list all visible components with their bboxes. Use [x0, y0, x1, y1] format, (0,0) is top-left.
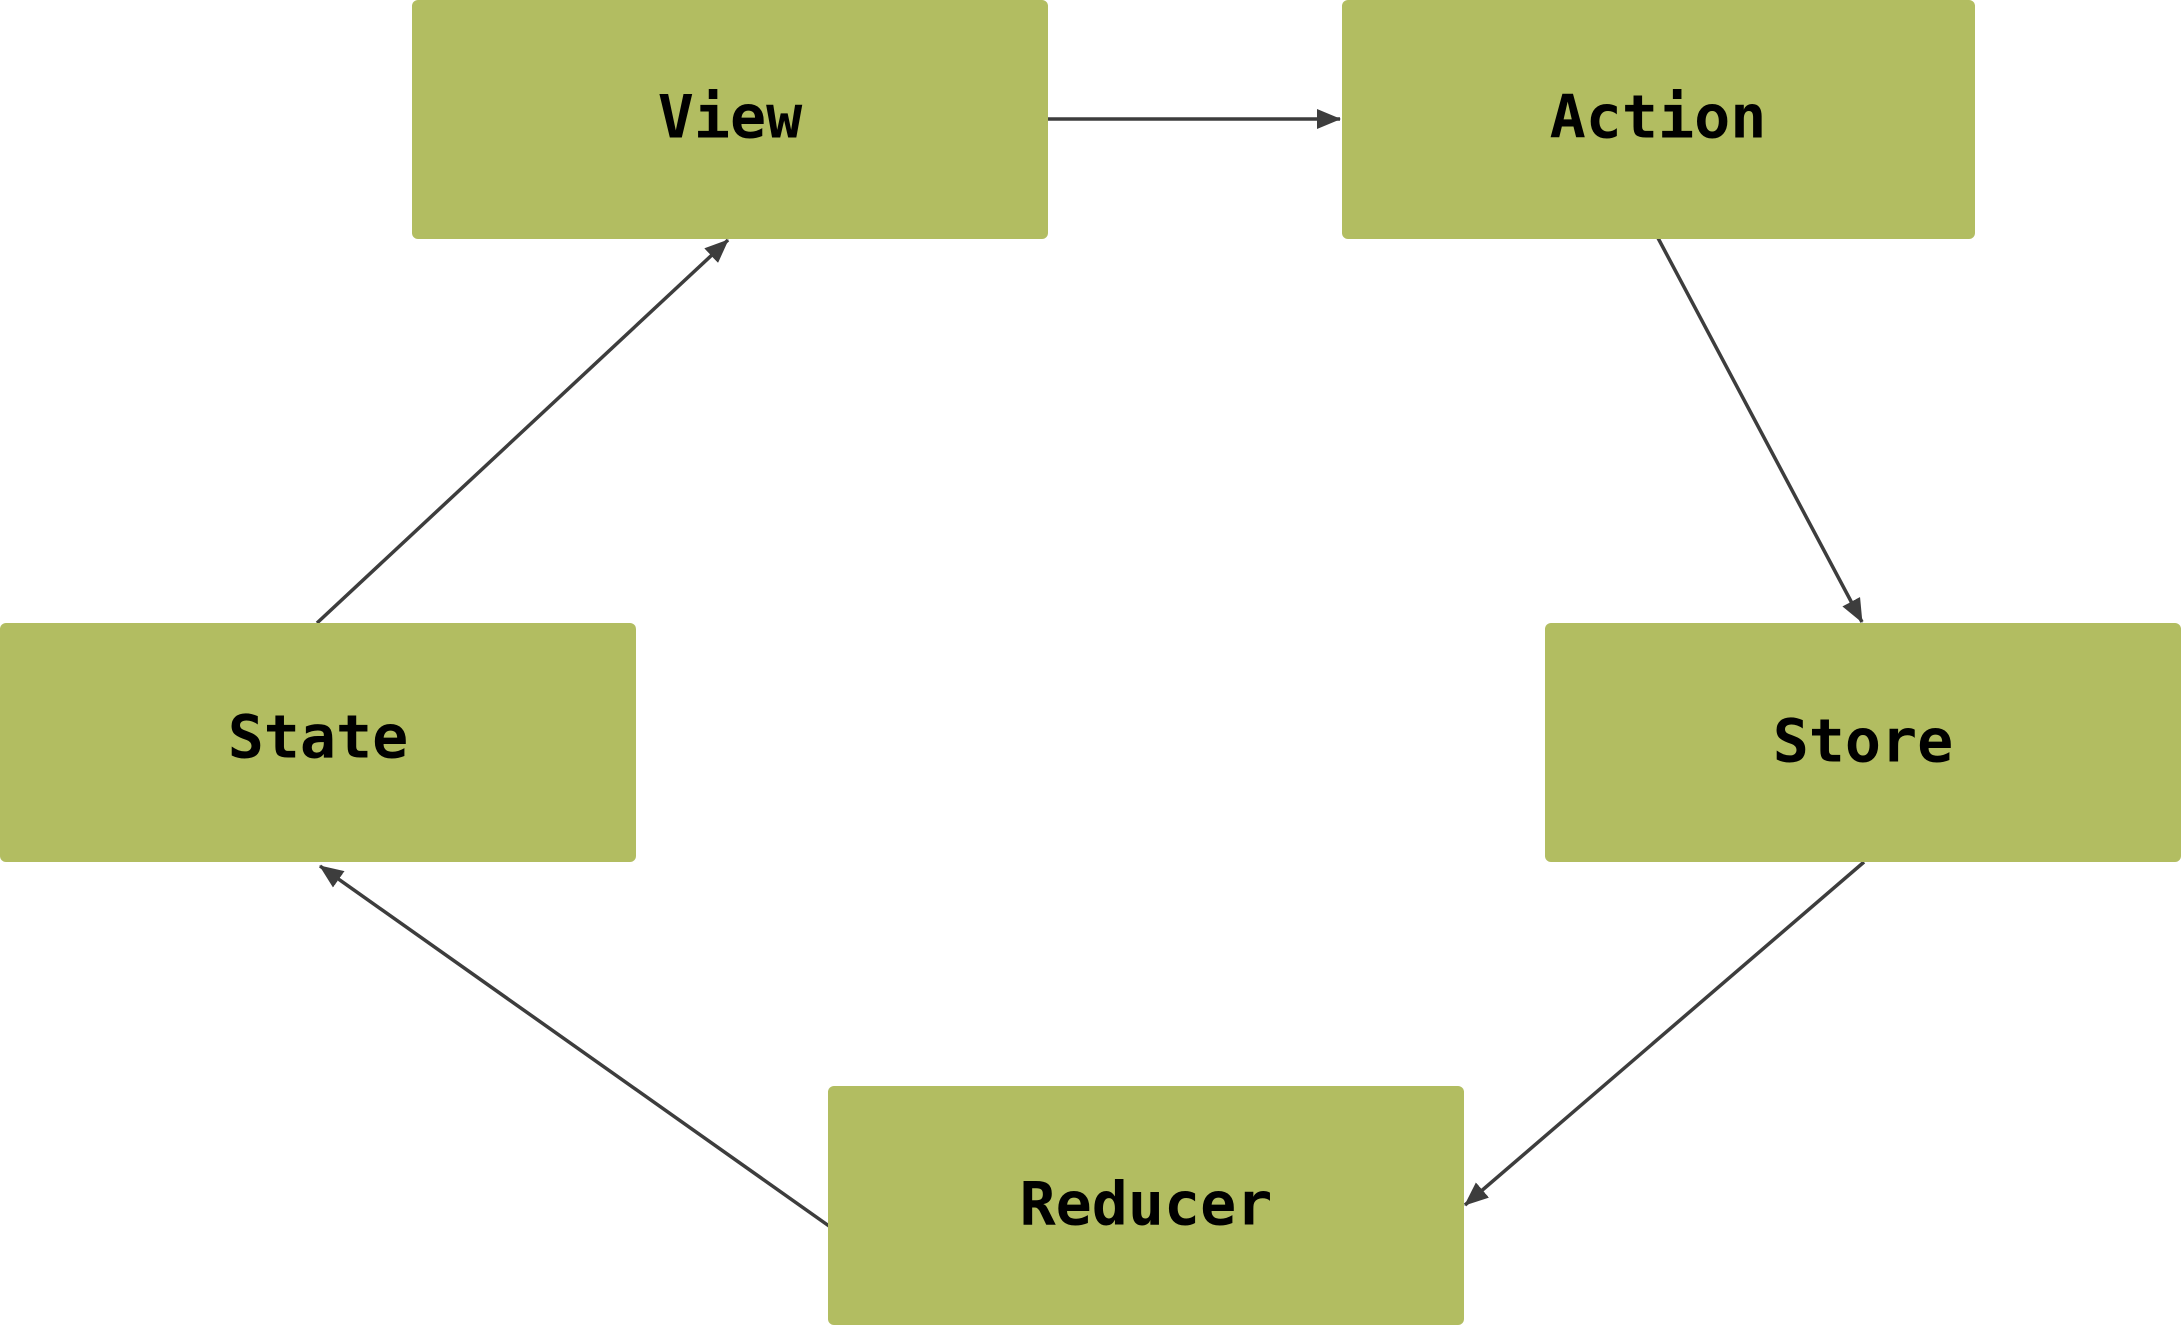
node-store: Store — [1545, 623, 2181, 862]
node-reducer: Reducer — [828, 1086, 1464, 1325]
node-view-box — [412, 0, 1048, 239]
node-reducer-box — [828, 1086, 1464, 1325]
node-view-label: View — [658, 83, 803, 153]
edge-store-to-reducer — [1463, 860, 1866, 1207]
node-view: View — [412, 0, 1048, 239]
node-action-box — [1342, 0, 1975, 239]
edge-reducer-to-state — [318, 864, 831, 1228]
node-state: State — [0, 623, 636, 862]
node-state-box — [0, 623, 636, 862]
node-reducer-label: Reducer — [1020, 1170, 1273, 1240]
node-action: Action — [1342, 0, 1975, 239]
node-store-label: Store — [1773, 707, 1954, 777]
node-action-label: Action — [1550, 83, 1767, 153]
edge-state-to-view — [315, 238, 730, 625]
edges — [315, 109, 1866, 1228]
node-store-box — [1545, 623, 2181, 862]
node-state-label: State — [228, 703, 409, 773]
edge-action-to-store — [1656, 237, 1864, 623]
